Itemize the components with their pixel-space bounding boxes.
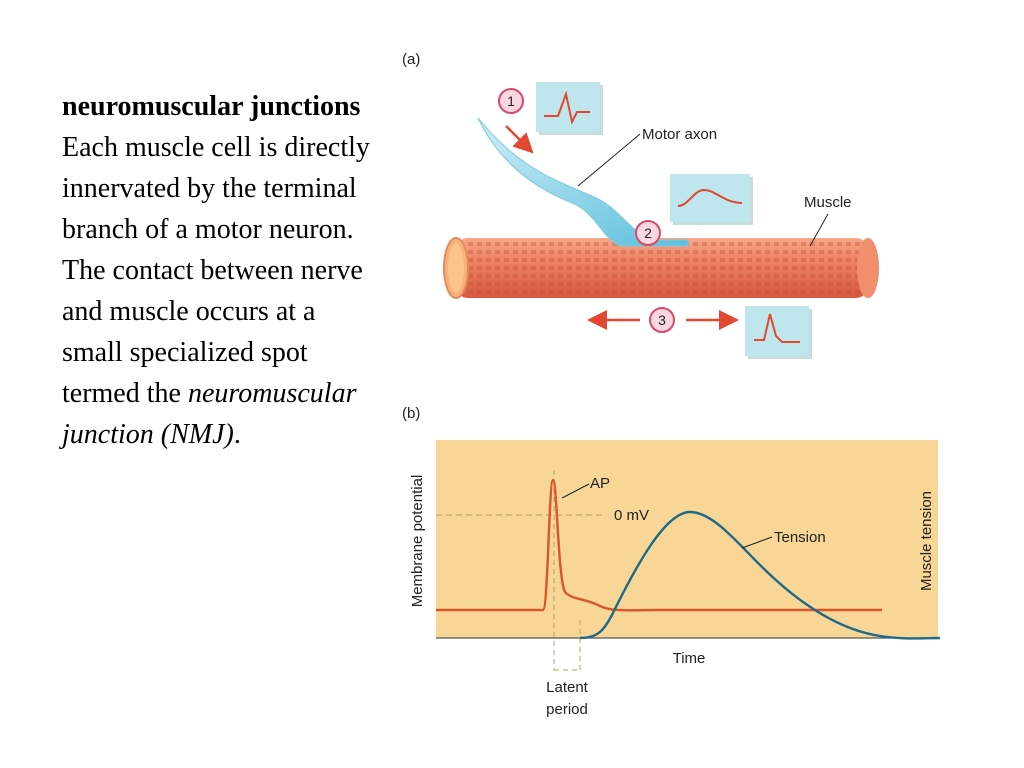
zero-mv-label: 0 mV — [614, 507, 649, 524]
step-marker-1: 1 — [498, 88, 524, 114]
y-axis-left-label: Membrane potential — [409, 475, 426, 608]
svg-text:1: 1 — [507, 93, 515, 109]
panel-b-label: (b) — [402, 405, 420, 422]
panel-a-label: (a) — [402, 51, 420, 68]
muscle-leader — [809, 213, 829, 247]
y-axis-right-label: Muscle tension — [918, 491, 935, 591]
muscle-fiber — [443, 237, 879, 299]
tension-leader — [741, 536, 773, 549]
svg-text:3: 3 — [658, 312, 666, 328]
plot-area — [436, 440, 938, 638]
action-potential-inset-1 — [536, 82, 603, 135]
signal-arrow — [505, 125, 534, 154]
action-potential-curve — [436, 478, 882, 612]
ap-leader — [561, 483, 590, 499]
tension-label: Tension — [774, 529, 826, 546]
action-potential-inset-3 — [745, 306, 812, 359]
term-nmj: neuromuscular junction (NMJ) — [62, 378, 357, 450]
motor-axon — [477, 117, 689, 247]
sentence-end: . — [233, 419, 241, 450]
description-text: Each muscle cell is directly innervated … — [62, 132, 370, 409]
endplate-potential-inset — [670, 174, 753, 225]
motor-axon-label: Motor axon — [642, 126, 717, 143]
motor-axon-leader — [577, 133, 641, 187]
ap-label: AP — [590, 475, 610, 492]
latent-label-line-1: Latent — [546, 679, 589, 696]
slide-text-block: neuromuscular junctions Each muscle cell… — [62, 86, 372, 455]
tension-curve — [579, 510, 941, 640]
svg-text:2: 2 — [644, 225, 652, 241]
step-marker-3: 3 — [649, 307, 675, 333]
term-neuromuscular-junctions: neuromuscular junctions — [62, 91, 361, 122]
step-marker-2: 2 — [635, 220, 661, 246]
latent-label-line-2: period — [546, 701, 588, 718]
x-axis-label: Time — [673, 650, 706, 667]
muscle-label: Muscle — [804, 194, 852, 211]
